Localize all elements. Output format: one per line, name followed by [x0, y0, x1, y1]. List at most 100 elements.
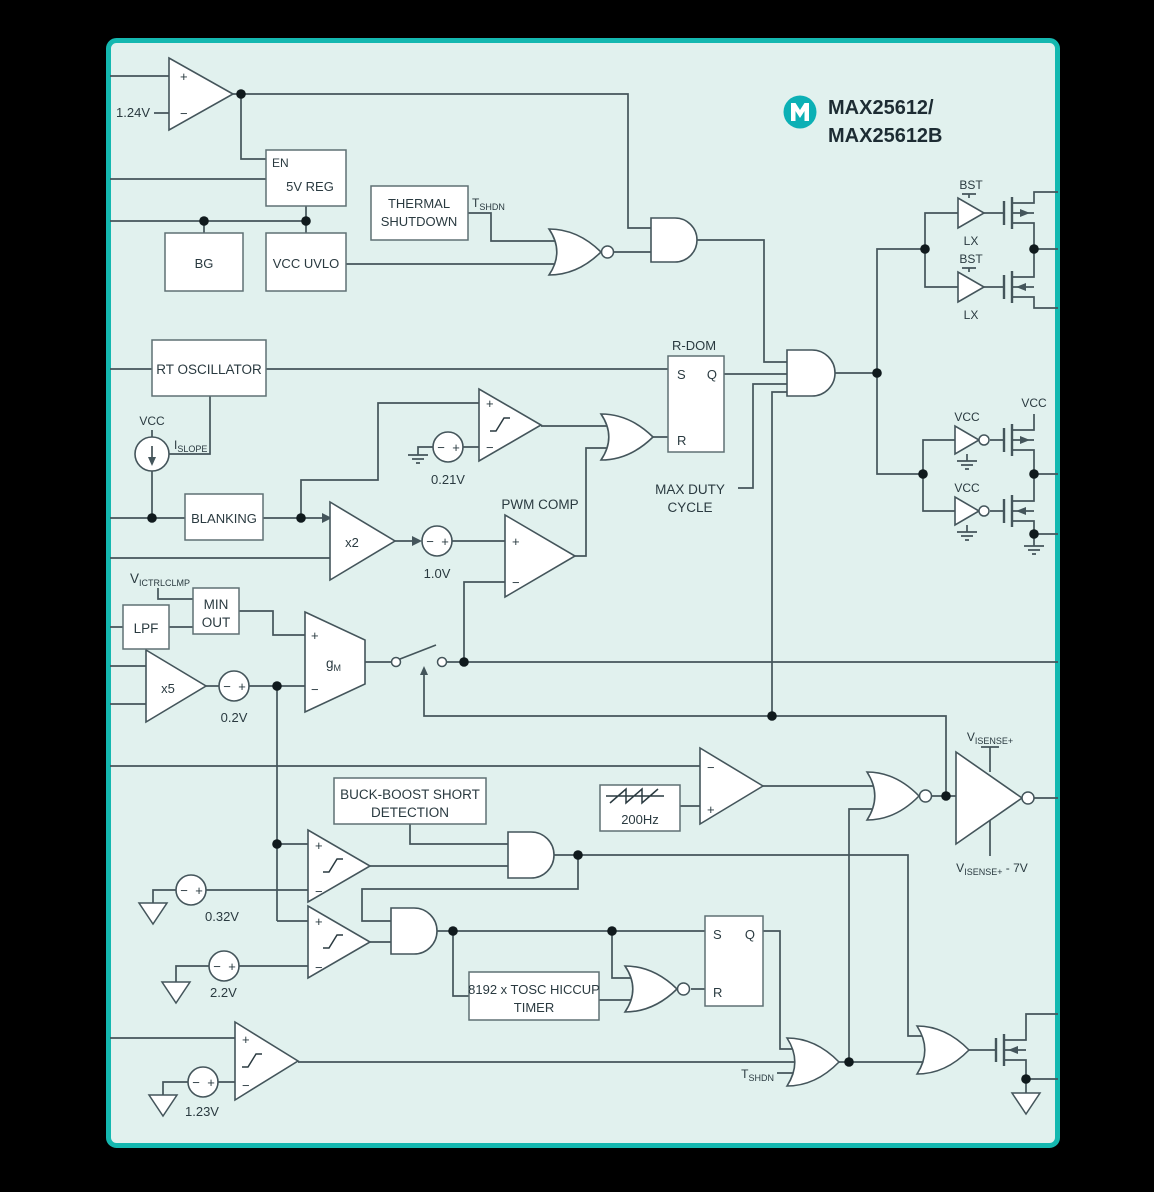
junction-dot	[844, 1057, 854, 1067]
buck-boost-label-1: BUCK-BOOST SHORT	[340, 787, 480, 802]
and-gate-hiccup	[390, 907, 438, 955]
latch-s-label: S	[713, 927, 722, 942]
islope-label: ISLOPE	[174, 438, 207, 454]
source-1v0-plus: +	[441, 534, 449, 549]
rdom-s-label: S	[677, 367, 686, 382]
buffer-bst-bottom	[957, 270, 986, 304]
ground-triangle-1v23	[147, 1094, 179, 1118]
arrow-into-1v-sum	[412, 536, 422, 546]
amp-x5	[145, 648, 208, 724]
vcc-fet-supply-label: VCC	[1021, 396, 1047, 410]
or-gate-reset	[599, 413, 655, 461]
hiccup-label-1: 8192 x TOSC HICCUP	[468, 982, 600, 997]
lpf-label: LPF	[134, 621, 159, 636]
arrow-fet-bottom	[1008, 1046, 1018, 1054]
value-1v0-label: 1.0V	[424, 566, 451, 581]
value-0v32-label: 0.32V	[205, 909, 239, 924]
comparator-pwm-plus: +	[512, 534, 520, 549]
rdom-label: R-DOM	[672, 338, 716, 353]
comparator-dither-plus: +	[707, 802, 715, 817]
rdom-r-label: R	[677, 433, 686, 448]
comparator-enable	[168, 56, 235, 132]
bubble-buffer-isense	[1021, 791, 1035, 805]
arrow-fet-hs-mid	[1020, 436, 1030, 444]
gm-amp	[304, 610, 366, 714]
junction-dot	[301, 216, 311, 226]
ground-triangle-0v32	[137, 902, 169, 926]
freq-200hz-label: 200Hz	[621, 812, 659, 827]
latch-r-label: R	[713, 985, 722, 1000]
ground-bars	[408, 454, 1044, 555]
nor-gate-fault	[547, 228, 603, 276]
junction-dot	[459, 657, 469, 667]
arrow-switch-control	[420, 666, 428, 675]
hysteresis-icon	[323, 934, 343, 949]
mosfet-bars	[994, 197, 1014, 1066]
block-min-out	[192, 587, 240, 635]
ground-triangle-2v2	[160, 981, 192, 1005]
x5-label: x5	[161, 681, 175, 696]
comparator-dither	[699, 746, 765, 826]
or-gate-pulldown	[915, 1025, 971, 1075]
comparator-dither-minus: −	[707, 760, 715, 775]
vcc-uvlo-label: VCC UVLO	[273, 256, 339, 271]
max-duty-label-2: CYCLE	[667, 500, 712, 515]
visense-bottom-label: VISENSE+ - 7V	[956, 861, 1028, 877]
block-5v-reg	[265, 149, 347, 207]
source-2v2-minus: −	[213, 959, 221, 974]
visense-top-label: VISENSE+	[967, 730, 1013, 746]
comparator-uvp	[234, 1020, 300, 1102]
maxim-logo	[783, 95, 817, 129]
maxim-logo-m-icon	[791, 103, 809, 121]
source-0v2-plus: +	[238, 679, 246, 694]
min-out-label-1: MIN	[204, 597, 229, 612]
source-0v32-minus: −	[180, 883, 188, 898]
rdom-q-label: Q	[707, 367, 717, 382]
junction-dot	[272, 839, 282, 849]
source-1v23-plus: +	[207, 1075, 215, 1090]
bg-label: BG	[195, 256, 214, 271]
arrow-fet-ls-mid	[1016, 507, 1026, 515]
components	[122, 56, 1042, 1118]
arrows	[322, 209, 1030, 1054]
source-1v23	[187, 1066, 219, 1098]
hiccup-label-2: TIMER	[514, 1000, 554, 1015]
switch-terminal-right	[436, 656, 448, 668]
comparator-pwm-minus: −	[512, 575, 520, 590]
source-1v23-minus: −	[192, 1075, 200, 1090]
block-lpf	[122, 604, 170, 650]
victrlclmp-label: VICTRLCLMP	[130, 571, 190, 588]
min-out-label-2: OUT	[202, 615, 231, 630]
source-0v21	[432, 431, 464, 463]
wire-oscillator-pwm	[110, 368, 787, 716]
junction-dot	[296, 513, 306, 523]
switch-blade	[399, 644, 437, 660]
tshdn-bottom-label: TSHDN	[741, 1067, 774, 1083]
nor-gate-hiccup	[623, 965, 679, 1013]
junction-dot	[1029, 244, 1039, 254]
gm-plus: +	[311, 628, 319, 643]
hysteresis-icon	[323, 858, 343, 873]
rt-oscillator-label: RT OSCILLATOR	[156, 362, 262, 377]
comparator-skip-minus: −	[315, 884, 323, 899]
junction-dot	[607, 926, 617, 936]
junction-dot	[872, 368, 882, 378]
x2-label: x2	[345, 535, 359, 550]
junction-dot	[1021, 1074, 1031, 1084]
junction-dot	[1029, 529, 1039, 539]
source-0v21-plus: +	[452, 440, 460, 455]
comparator-slope-plus: +	[486, 396, 494, 411]
junction-dot	[573, 850, 583, 860]
source-1v0-minus: −	[426, 534, 434, 549]
wire-fault-comparators	[110, 824, 798, 1095]
comparator-enable-minus: −	[180, 106, 188, 121]
source-0v2-minus: −	[223, 679, 231, 694]
and-gate-bbsd	[507, 831, 555, 879]
amp-x2	[329, 500, 397, 582]
reg-5v-label: 5V REG	[286, 179, 334, 194]
vcc-islope-label: VCC	[139, 414, 165, 428]
junction-dot	[941, 791, 951, 801]
block-rdom-latch	[667, 355, 725, 453]
bubble-inverter-bottom	[978, 505, 990, 517]
arrow-into-x2	[322, 513, 332, 523]
